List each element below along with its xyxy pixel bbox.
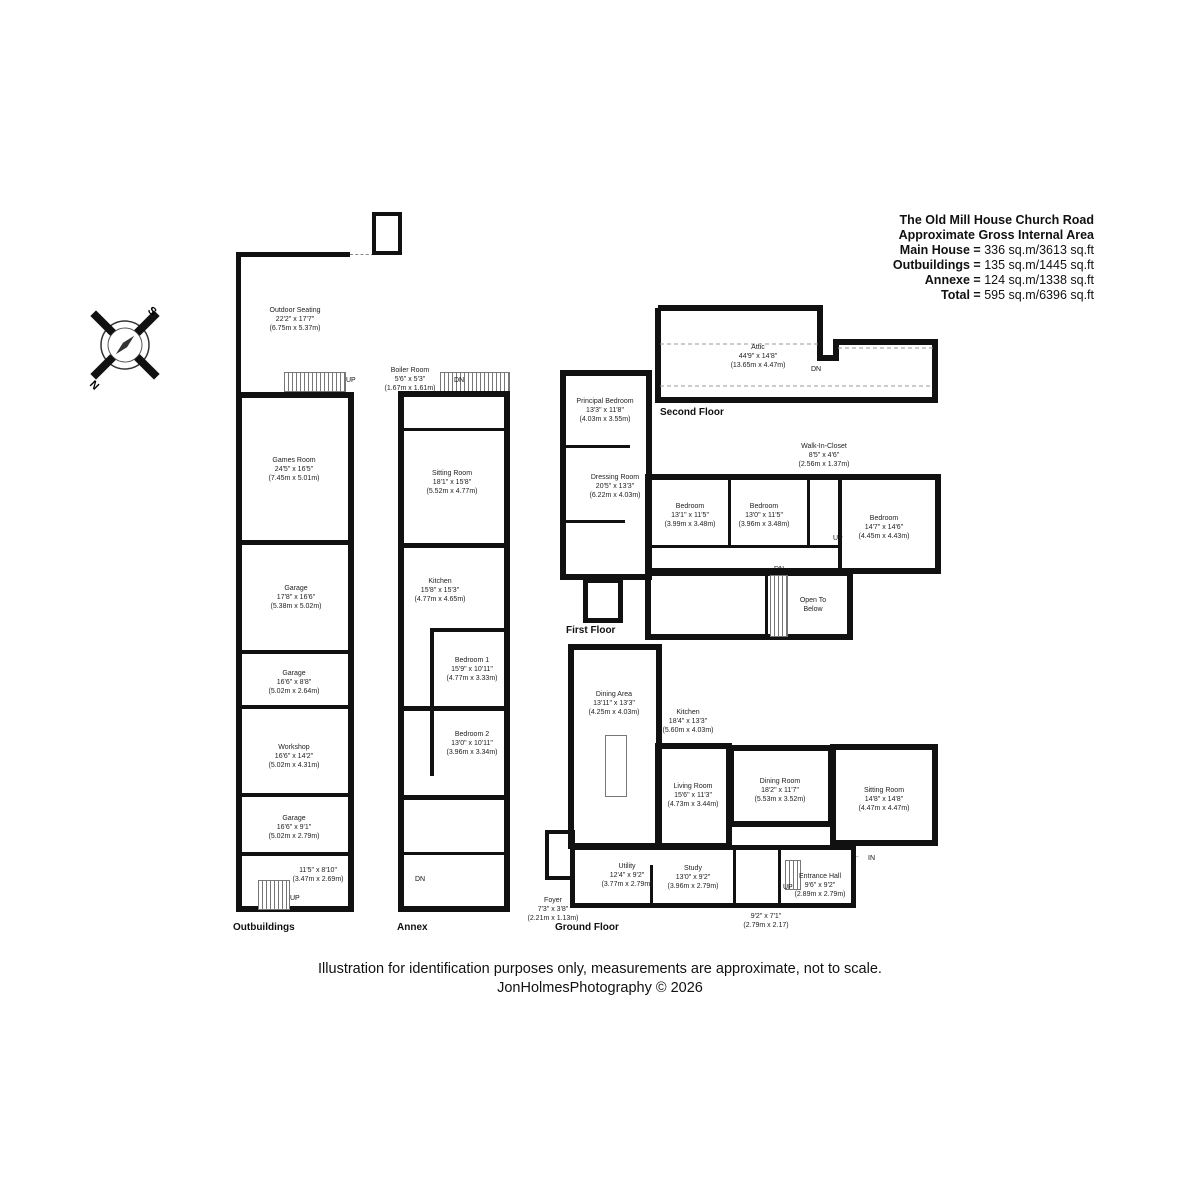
photo-credit: JonHolmesPhotography © 2026	[497, 980, 703, 996]
wc-outbuilding	[372, 212, 402, 255]
floor-title-ground: Ground Floor	[555, 922, 619, 933]
up-marker: UP	[290, 895, 300, 902]
area-total: Total = 595 sq.m/6396 sq.ft	[941, 288, 1094, 302]
up-marker: UP	[783, 884, 793, 891]
area-subtitle: Approximate Gross Internal Area	[898, 228, 1094, 242]
disclaimer: Illustration for identification purposes…	[318, 961, 882, 977]
up-marker: UP	[833, 535, 843, 542]
area-summary: The Old Mill House Church Road Approxima…	[893, 213, 1094, 303]
compass-north-label: N	[87, 378, 101, 392]
compass-icon: S N	[87, 304, 160, 393]
room-open-to-below: Open To Below	[799, 597, 827, 613]
dn-marker: DN	[811, 366, 822, 373]
property-title: The Old Mill House Church Road	[899, 213, 1094, 227]
staircase	[284, 372, 346, 392]
dn-marker: DN	[774, 566, 785, 573]
annex-outline	[398, 391, 510, 912]
attic-outline	[655, 305, 938, 403]
area-main-house: Main House = 336 sq.m/3613 sq.ft	[899, 243, 1094, 257]
in-marker: IN	[868, 855, 875, 862]
up-marker: UP	[346, 377, 356, 384]
floor-title-second: Second Floor	[660, 407, 724, 418]
room-outbuilding-store: 11'5" x 8'10"(3.47m x 2.69m)	[292, 867, 344, 883]
floor-title-annex: Annex	[397, 922, 428, 933]
dn-marker: DN	[415, 876, 426, 883]
floor-title-first: First Floor	[566, 625, 616, 636]
room-store: 9'2" x 7'1"(2.79m x 2.17)	[743, 913, 789, 929]
entry-arrow-icon: ←	[853, 853, 860, 860]
area-outbuildings: Outbuildings = 135 sq.m/1445 sq.ft	[892, 258, 1094, 272]
dn-marker: DN	[454, 377, 465, 384]
footer: Illustration for identification purposes…	[0, 960, 1200, 998]
floor-title-outbuildings: Outbuildings	[233, 922, 295, 933]
area-annexe: Annexe = 124 sq.m/1338 sq.ft	[924, 273, 1094, 287]
